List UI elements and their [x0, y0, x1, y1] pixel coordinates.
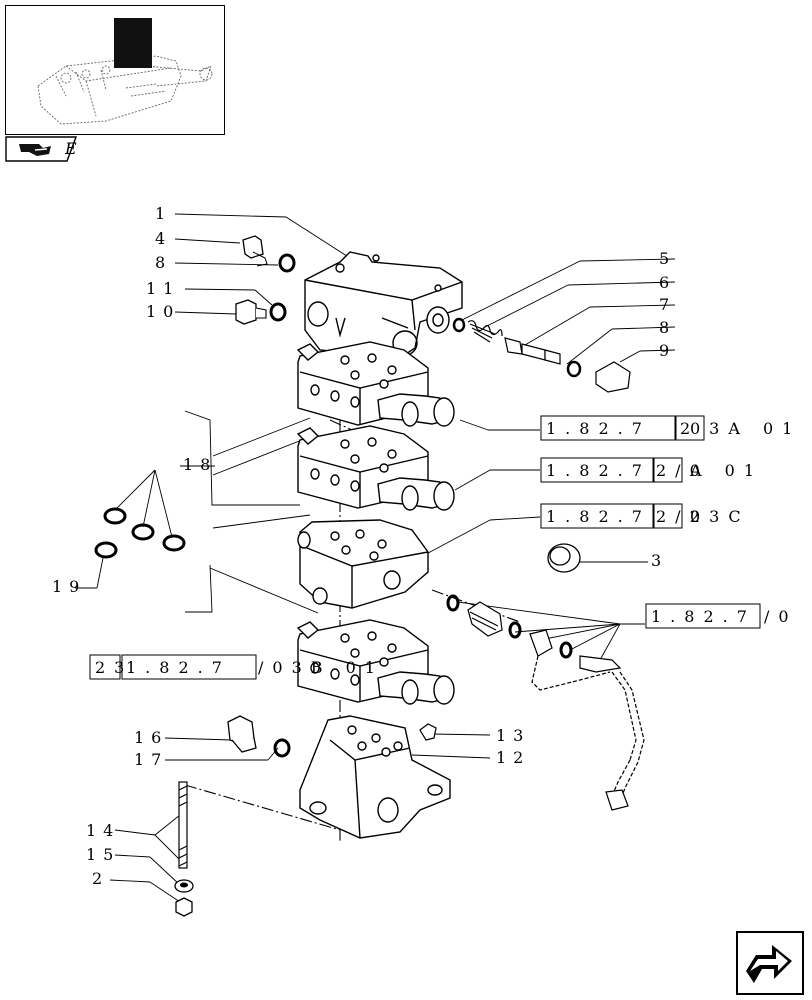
cap-part-3	[547, 543, 581, 573]
reference-box-d[interactable]: 1.82.7 /0	[645, 603, 798, 629]
reference-a-suffix: 03A 01	[690, 419, 801, 438]
callout-8-left: 8	[155, 253, 172, 272]
screw-part-13	[419, 723, 437, 741]
callout-9: 9	[659, 341, 676, 360]
callout-4: 4	[155, 229, 172, 248]
thumbnail-tab-letter: E	[65, 139, 77, 158]
thumbnail-tab[interactable]: E	[5, 136, 77, 162]
reference-d-prefix: 1.82.7	[651, 607, 756, 626]
reference-d-suffix: /0	[764, 607, 798, 626]
reference-b-mid: 2/0	[656, 461, 709, 480]
cover-part-1	[304, 251, 463, 359]
callout-10: 10	[146, 302, 180, 321]
callout-6: 6	[659, 273, 676, 292]
tab-arrow-icon	[5, 136, 77, 162]
assembly-thumbnail[interactable]	[5, 5, 225, 135]
reference-e-number: 23	[95, 658, 133, 677]
oring-part-8	[278, 253, 296, 273]
reference-c-mid: 2/2	[656, 507, 709, 526]
reference-e-prefix: 1.82.7	[126, 658, 231, 677]
next-arrow-icon	[736, 931, 804, 995]
reference-box-c[interactable]: 1.82.7 2/2 03C	[540, 503, 750, 529]
callout-11: 11	[146, 279, 180, 298]
next-page-button[interactable]	[736, 931, 804, 995]
plunger-assembly-5-9	[452, 317, 631, 393]
bolt-part-10	[235, 299, 267, 325]
reference-c-suffix: 03C	[690, 507, 750, 526]
oring-set-18	[103, 507, 186, 552]
valve-section-4	[296, 619, 455, 705]
washer-part-15	[174, 879, 194, 893]
leader-lines	[75, 213, 676, 903]
callout-numbers: 1 4 8 11 10 5 6 7 8 9 18 19 3 16 17 13 1…	[52, 204, 676, 888]
callout-16: 16	[134, 728, 168, 747]
reference-c-prefix: 1.82.7	[546, 507, 651, 526]
valve-section-1	[296, 341, 455, 427]
callout-13: 13	[496, 726, 530, 745]
oring-part-17	[273, 738, 291, 758]
reference-e-suffix: /03B 01	[258, 658, 384, 677]
bolt-part-4	[242, 235, 268, 267]
reference-box-a[interactable]: 1.82.7 2 03A 01	[540, 415, 801, 441]
tractor-hydraulic-thumbnail-icon	[37, 18, 213, 125]
reference-box-e[interactable]: 23 1.82.7 /03B 01	[89, 654, 384, 680]
plug-part-16	[227, 715, 257, 753]
reference-b-prefix: 1.82.7	[546, 461, 651, 480]
callout-17: 17	[134, 750, 168, 769]
callout-12: 12	[496, 748, 530, 767]
callout-2: 2	[92, 869, 109, 888]
reference-a-mid: 2	[680, 419, 699, 438]
callout-18: 18	[183, 455, 217, 474]
callout-5: 5	[659, 249, 676, 268]
tie-rod-part-14	[178, 781, 188, 869]
end-plate-part-12	[299, 715, 451, 839]
oring-part-19	[94, 541, 118, 559]
callout-7: 7	[659, 295, 676, 314]
reference-b-suffix: A 01	[689, 461, 763, 480]
oring-part-11	[269, 302, 287, 322]
callout-15: 15	[86, 845, 120, 864]
reference-a-prefix: 1.82.7	[546, 419, 651, 438]
callout-3: 3	[651, 551, 668, 570]
valve-section-3	[297, 519, 429, 609]
fitting-kit	[446, 594, 645, 811]
callout-1: 1	[155, 204, 172, 223]
nut-part-2	[175, 897, 193, 917]
callout-19: 19	[52, 577, 86, 596]
callout-8-right: 8	[659, 318, 676, 337]
valve-section-2	[296, 425, 455, 511]
reference-box-b[interactable]: 1.82.7 2/0 A 01	[540, 457, 763, 483]
callout-14: 14	[86, 821, 120, 840]
